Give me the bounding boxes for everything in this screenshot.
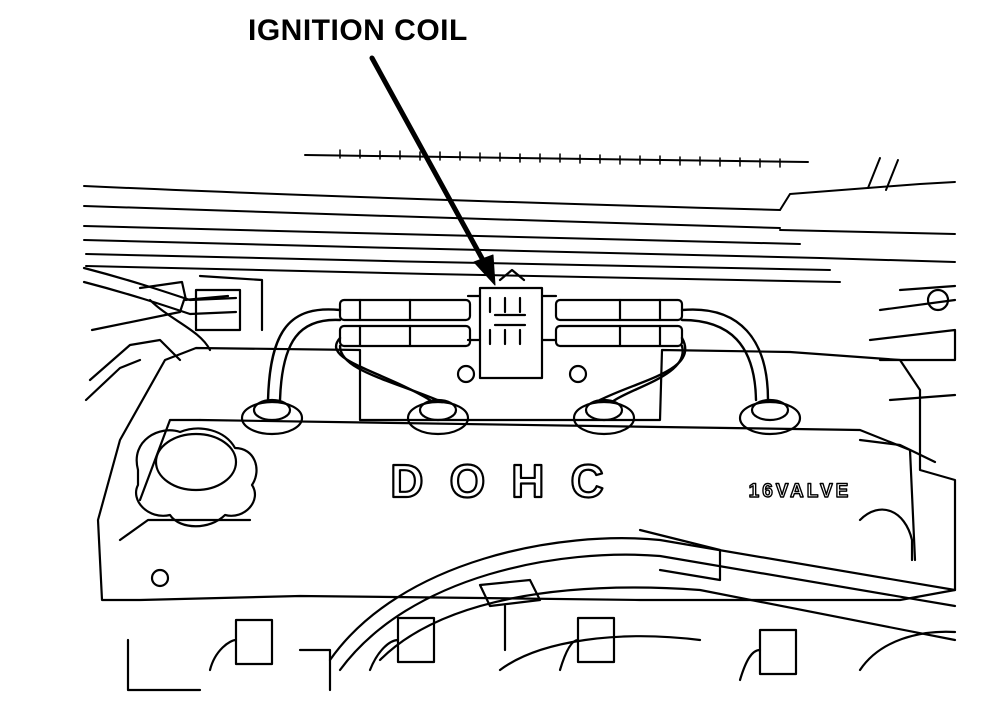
oil-filler-cap [135,427,258,528]
valve-cover [96,346,957,602]
lower-connectors [126,616,798,692]
right-components [868,284,957,402]
callout-arrow [369,55,496,286]
ignition-coil-label: IGNITION COIL [248,14,468,47]
left-components [82,266,264,402]
plug-wires [266,308,770,404]
plug-wire-connectors [338,298,684,348]
ignition-coil [466,268,558,380]
dohc-lettering: DOHC 16VALVE [389,454,852,508]
spark-plug-boots [240,398,802,436]
lower-wiring [328,528,957,672]
hood-lines [83,149,956,283]
valve-text: 16VALVE [749,481,852,502]
dohc-text: DOHC [390,455,629,507]
cover-bolts [150,288,950,588]
